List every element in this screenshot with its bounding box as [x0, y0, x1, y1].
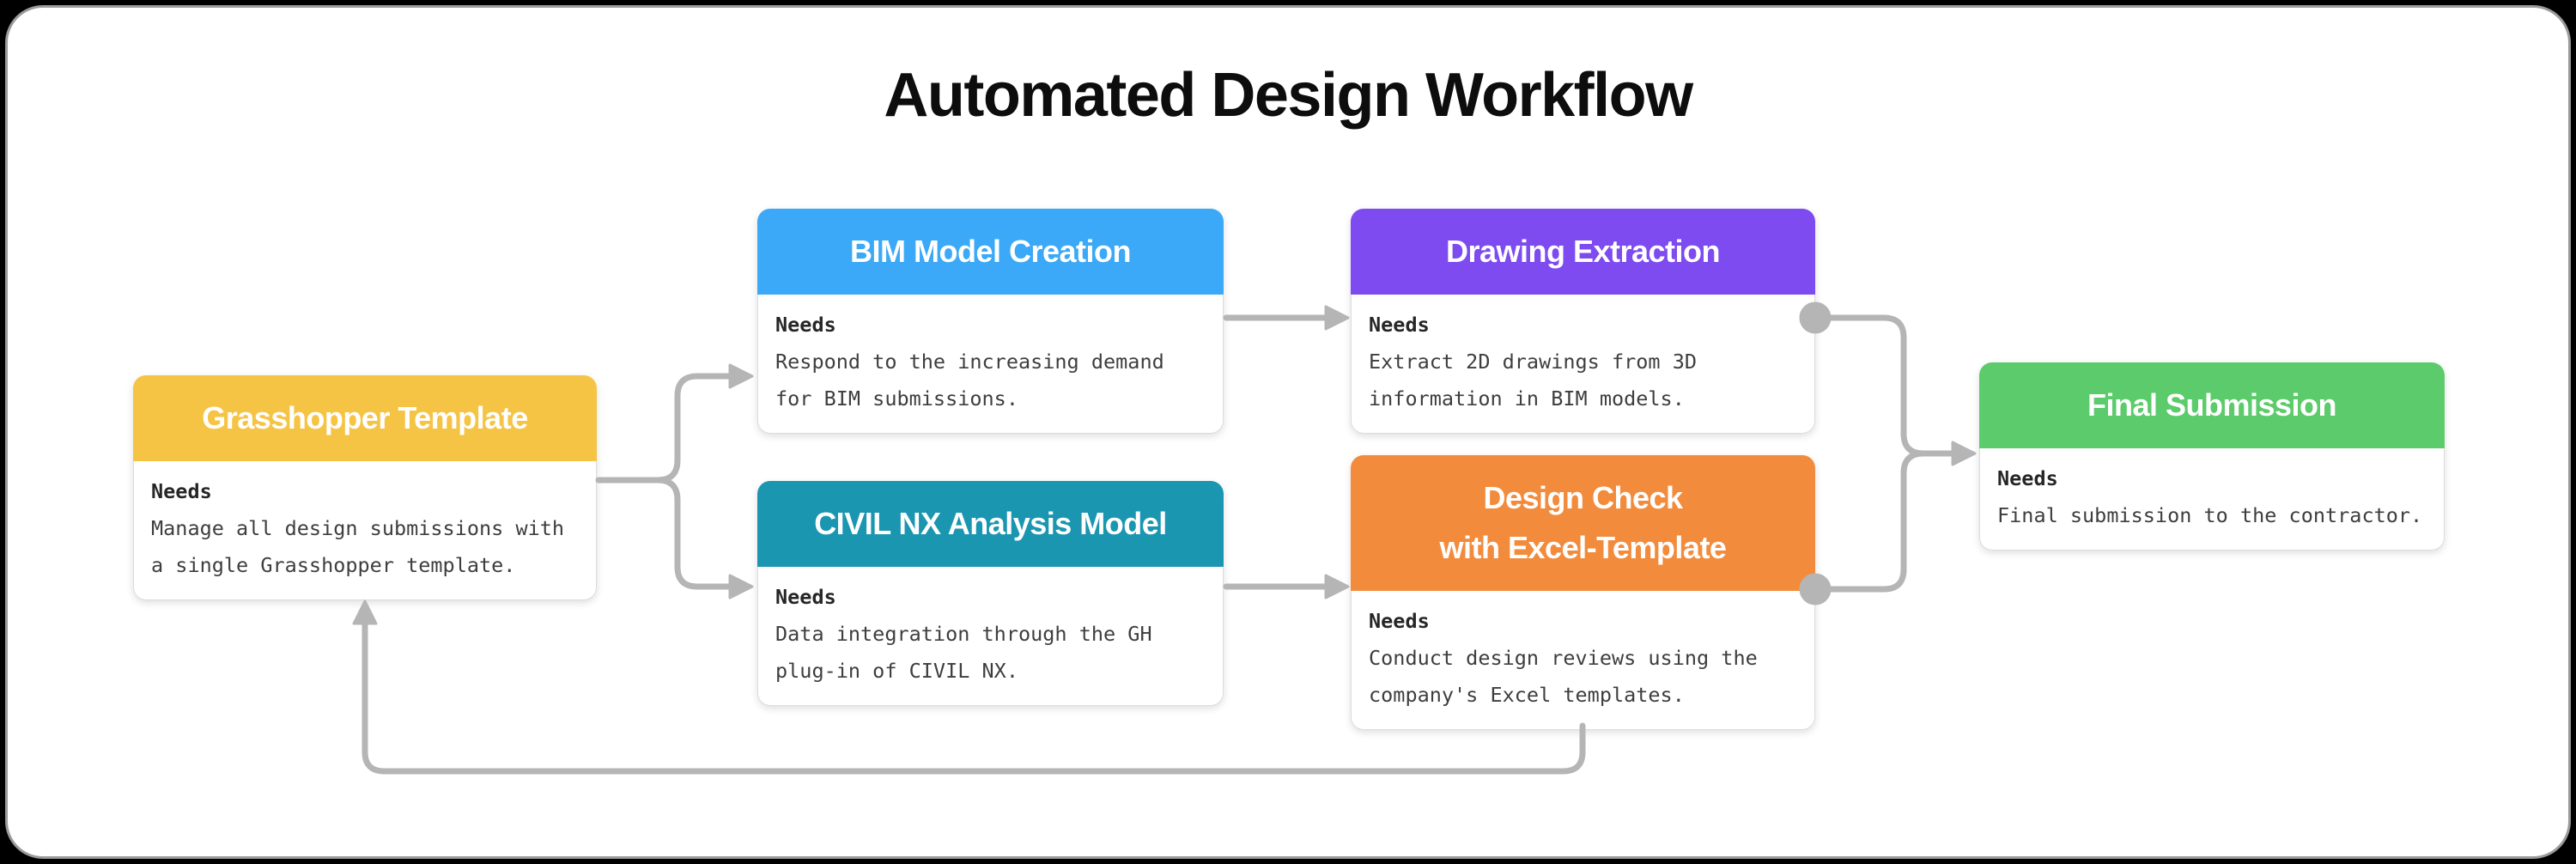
needs-label: Needs: [775, 313, 836, 337]
node-title-line2: with Excel-Template: [1439, 530, 1727, 565]
needs-text-line: information in BIM models.: [1369, 386, 1685, 411]
needs-label: Needs: [1369, 609, 1430, 633]
node-body: Needs Extract 2D drawings from 3D inform…: [1351, 295, 1815, 434]
needs-text-line: Conduct design reviews using the: [1369, 646, 1758, 670]
node-title: BIM Model Creation: [849, 234, 1132, 269]
node-drawing-extraction: Drawing Extraction Needs Extract 2D draw…: [1351, 209, 1815, 434]
node-body: Needs Conduct design reviews using the c…: [1351, 591, 1815, 730]
node-body: Needs Data integration through the GH pl…: [757, 567, 1224, 706]
node-design-check-excel-template: Design Check with Excel-Template Needs C…: [1351, 455, 1815, 730]
needs-text-line: Manage all design submissions with: [151, 516, 565, 540]
node-header-grasshopper: Grasshopper Template: [133, 375, 597, 461]
node-title: Drawing Extraction: [1445, 234, 1721, 269]
node-body: Needs Manage all design submissions with…: [133, 461, 597, 600]
needs-text-line: plug-in of CIVIL NX.: [775, 659, 1018, 683]
node-header-civil: CIVIL NX Analysis Model: [757, 481, 1224, 567]
node-header-design-check: Design Check with Excel-Template: [1351, 455, 1815, 591]
node-final-submission: Final Submission Needs Final submission …: [1979, 362, 2445, 551]
node-body: Needs Final submission to the contractor…: [1979, 448, 2445, 551]
node-header-final: Final Submission: [1979, 362, 2445, 448]
node-header-drawing: Drawing Extraction: [1351, 209, 1815, 295]
needs-text-line: a single Grasshopper template.: [151, 553, 516, 577]
page-title: Automated Design Workflow: [884, 61, 1693, 130]
node-title: CIVIL NX Analysis Model: [814, 506, 1167, 541]
needs-text-line: Data integration through the GH: [775, 622, 1152, 646]
needs-text-line: company's Excel templates.: [1369, 683, 1685, 707]
needs-text-line: for BIM submissions.: [775, 386, 1018, 411]
needs-text-line: Respond to the increasing demand: [775, 350, 1164, 374]
needs-text-line: Final submission to the contractor.: [1997, 503, 2423, 527]
needs-label: Needs: [151, 479, 212, 503]
node-civil-nx-analysis-model: CIVIL NX Analysis Model Needs Data integ…: [757, 481, 1224, 706]
needs-text-line: Extract 2D drawings from 3D: [1369, 350, 1698, 374]
node-header-bim: BIM Model Creation: [757, 209, 1224, 295]
node-title: Grasshopper Template: [202, 400, 528, 435]
node-title: Design Check: [1483, 480, 1683, 515]
node-bim-model-creation: BIM Model Creation Needs Respond to the …: [757, 209, 1224, 434]
needs-label: Needs: [1997, 466, 2058, 490]
node-grasshopper-template: Grasshopper Template Needs Manage all de…: [133, 375, 597, 600]
node-title: Final Submission: [2087, 387, 2337, 423]
node-body: Needs Respond to the increasing demand f…: [757, 295, 1224, 434]
needs-label: Needs: [1369, 313, 1430, 337]
needs-label: Needs: [775, 585, 836, 609]
